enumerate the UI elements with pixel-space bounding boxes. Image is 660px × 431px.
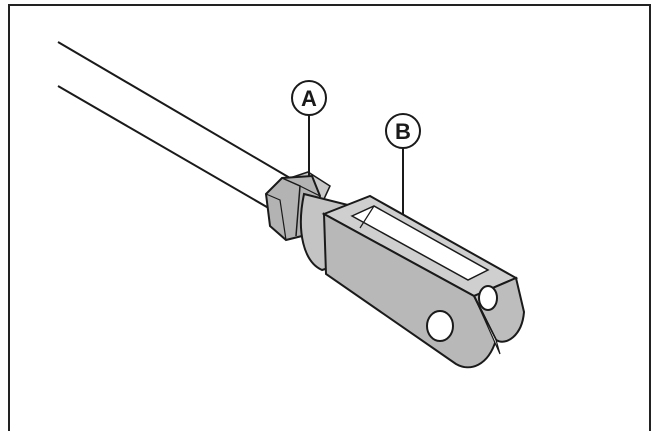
callout-label-b: B bbox=[395, 119, 411, 144]
pin-hole-front bbox=[426, 310, 454, 342]
callout-label-a: A bbox=[301, 86, 317, 111]
callout-circle-b bbox=[385, 113, 421, 149]
callout-a: A bbox=[291, 80, 327, 176]
clevis-fork bbox=[321, 194, 526, 369]
pin-hole-rear bbox=[478, 285, 498, 311]
callout-b: B bbox=[385, 113, 421, 214]
control-rod bbox=[57, 41, 291, 211]
callout-circle-a bbox=[291, 80, 327, 116]
